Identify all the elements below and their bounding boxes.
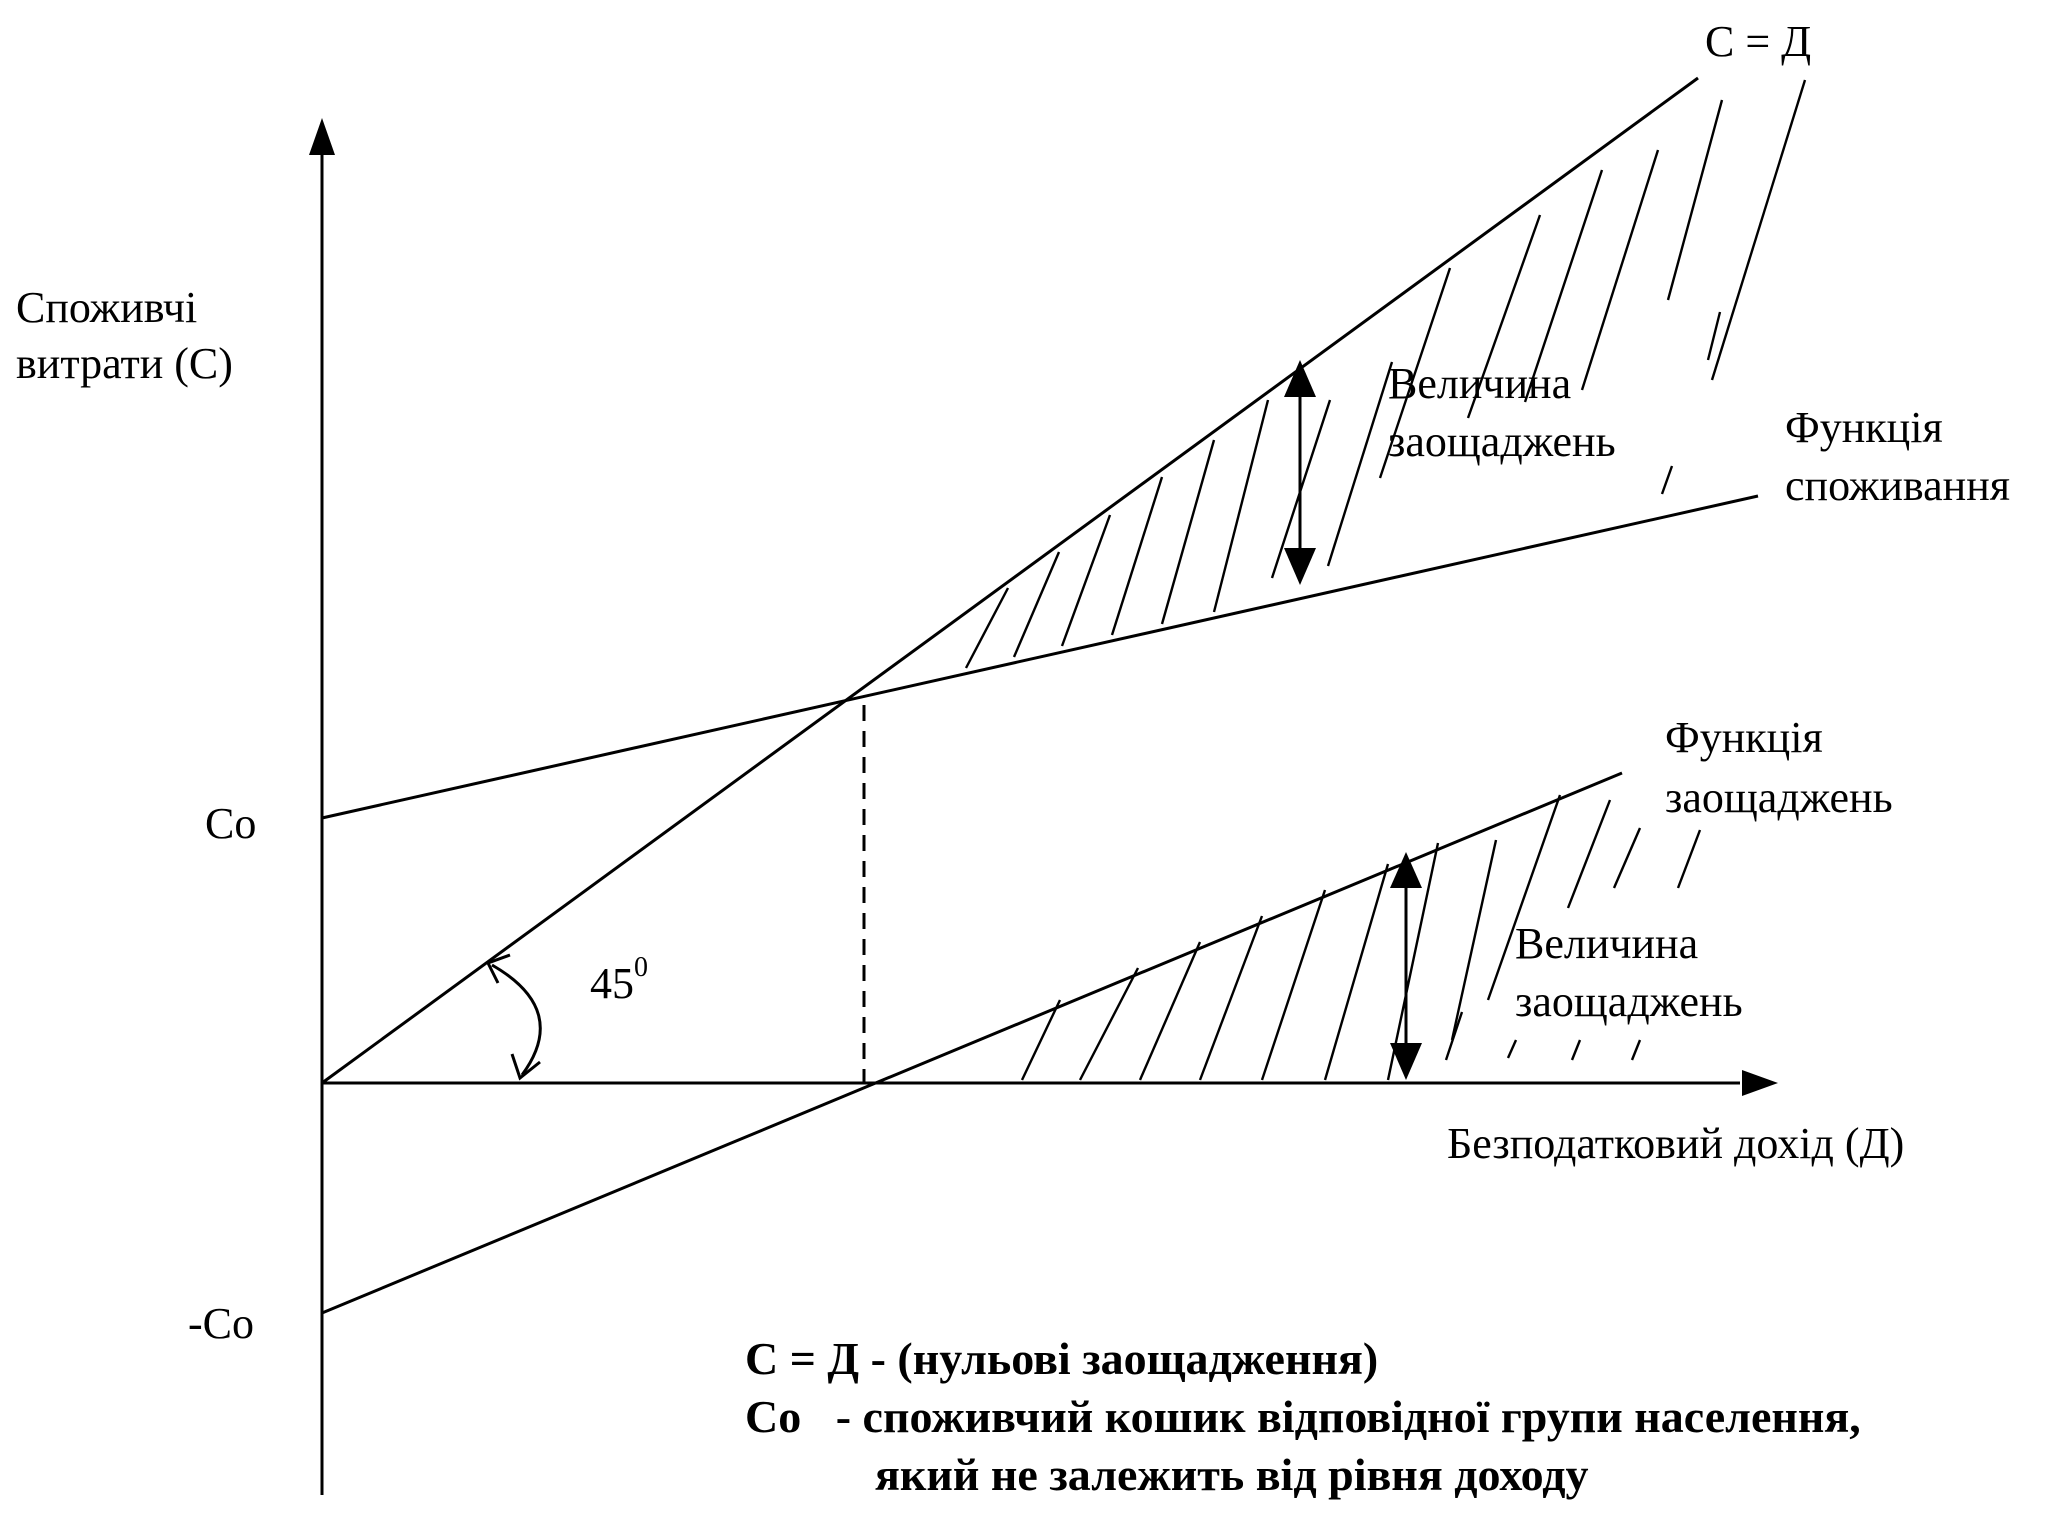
hatch-line [1666,99,1724,301]
consumption-function-label-line2: споживання [1785,461,2010,510]
legend-key-c-equals-d: С = Д [745,1333,859,1384]
hatch-line [1710,79,1807,381]
angle-value: 45 [590,959,634,1008]
hatch-line [1523,169,1604,403]
hatch-line [1212,399,1270,613]
savings-function-label-line2: заощаджень [1665,773,1893,822]
angle-label: 450 [590,952,648,1008]
hatch-line [1570,1039,1582,1061]
hatch-line [1378,267,1452,479]
angle-arc-arrow-top [485,953,511,984]
hatch-line [1260,889,1327,1081]
legend-key-c0: Со [745,1391,801,1442]
lower-arrow-head-top [1390,852,1422,888]
angle-arc-path [491,963,542,1076]
hatch-line [1012,551,1061,658]
lower-savings-label-line2: заощаджень [1515,977,1743,1026]
upper-arrow-head-bottom [1284,548,1316,585]
hatch-line [1323,863,1390,1081]
x-axis-arrowhead [1742,1070,1778,1096]
hatch-line [1386,842,1440,1081]
c0-label: Со [205,799,256,848]
hatch-line [1138,941,1202,1081]
neg-c0-label: -Со [188,1299,254,1348]
hatch-line [1660,465,1674,495]
hatch-line [1020,999,1062,1081]
lower-savings-label-line1: Величина [1515,919,1698,968]
hatch-line [1060,514,1112,647]
hatch-line [1198,915,1264,1081]
hatch-line [1466,214,1542,419]
hatch-line [1160,439,1216,625]
hatch-line [964,587,1010,669]
hatch-line [1630,1039,1642,1061]
hatch-line [1580,149,1660,391]
upper-savings-hatching [964,79,1807,669]
hatch-line [1506,1039,1518,1059]
upper-arrow-head-top [1284,360,1316,397]
angle-arc [485,953,542,1081]
line-c-equals-d [321,76,1699,1085]
hatch-line [1612,827,1642,889]
legend-line-1: С = Д - (нульові заощадження) [745,1333,1378,1384]
upper-savings-label-line1: Величина [1388,359,1571,408]
hatch-line [1676,829,1702,889]
y-axis-arrowhead [309,118,335,155]
hatch-line [1326,361,1394,567]
legend-text-zero-savings: - (нульові заощадження) [859,1333,1378,1384]
c-equals-d-label: С = Д [1705,17,1811,66]
hatch-line [1078,967,1140,1081]
savings-function-label-line1: Функція [1665,713,1823,762]
hatch-line [1444,1011,1464,1061]
hatch-line [1450,839,1498,1041]
y-axis-label-line1: Споживчі [16,283,197,332]
lower-savings-hatching [1020,794,1702,1081]
angle-arc-arrow-bottom [510,1053,541,1081]
lower-savings-double-arrow [1390,852,1422,1080]
upper-savings-label-line2: заощаджень [1388,417,1616,466]
hatch-line [1486,794,1562,1001]
legend-line-3: який не залежить від рівня доходу [875,1449,1589,1500]
x-axis-label: Безподатковий дохід (Д) [1447,1119,1904,1168]
consumption-function-line [321,494,1759,820]
angle-degree-superscript: 0 [634,952,648,983]
legend-line-2: Со - споживчий кошик відповідної групи н… [745,1391,1861,1442]
legend-text-consumer-basket: - споживчий кошик відповідної групи насе… [801,1391,1861,1442]
consumption-function-label-line1: Функція [1785,403,1943,452]
hatch-line [1110,476,1164,636]
upper-savings-double-arrow [1284,360,1316,585]
hatch-line [1706,311,1722,361]
y-axis-label-line2: витрати (С) [16,339,233,388]
savings-function-line [321,771,1623,1315]
lower-arrow-head-bottom [1390,1043,1422,1080]
hatch-line [1566,799,1612,909]
